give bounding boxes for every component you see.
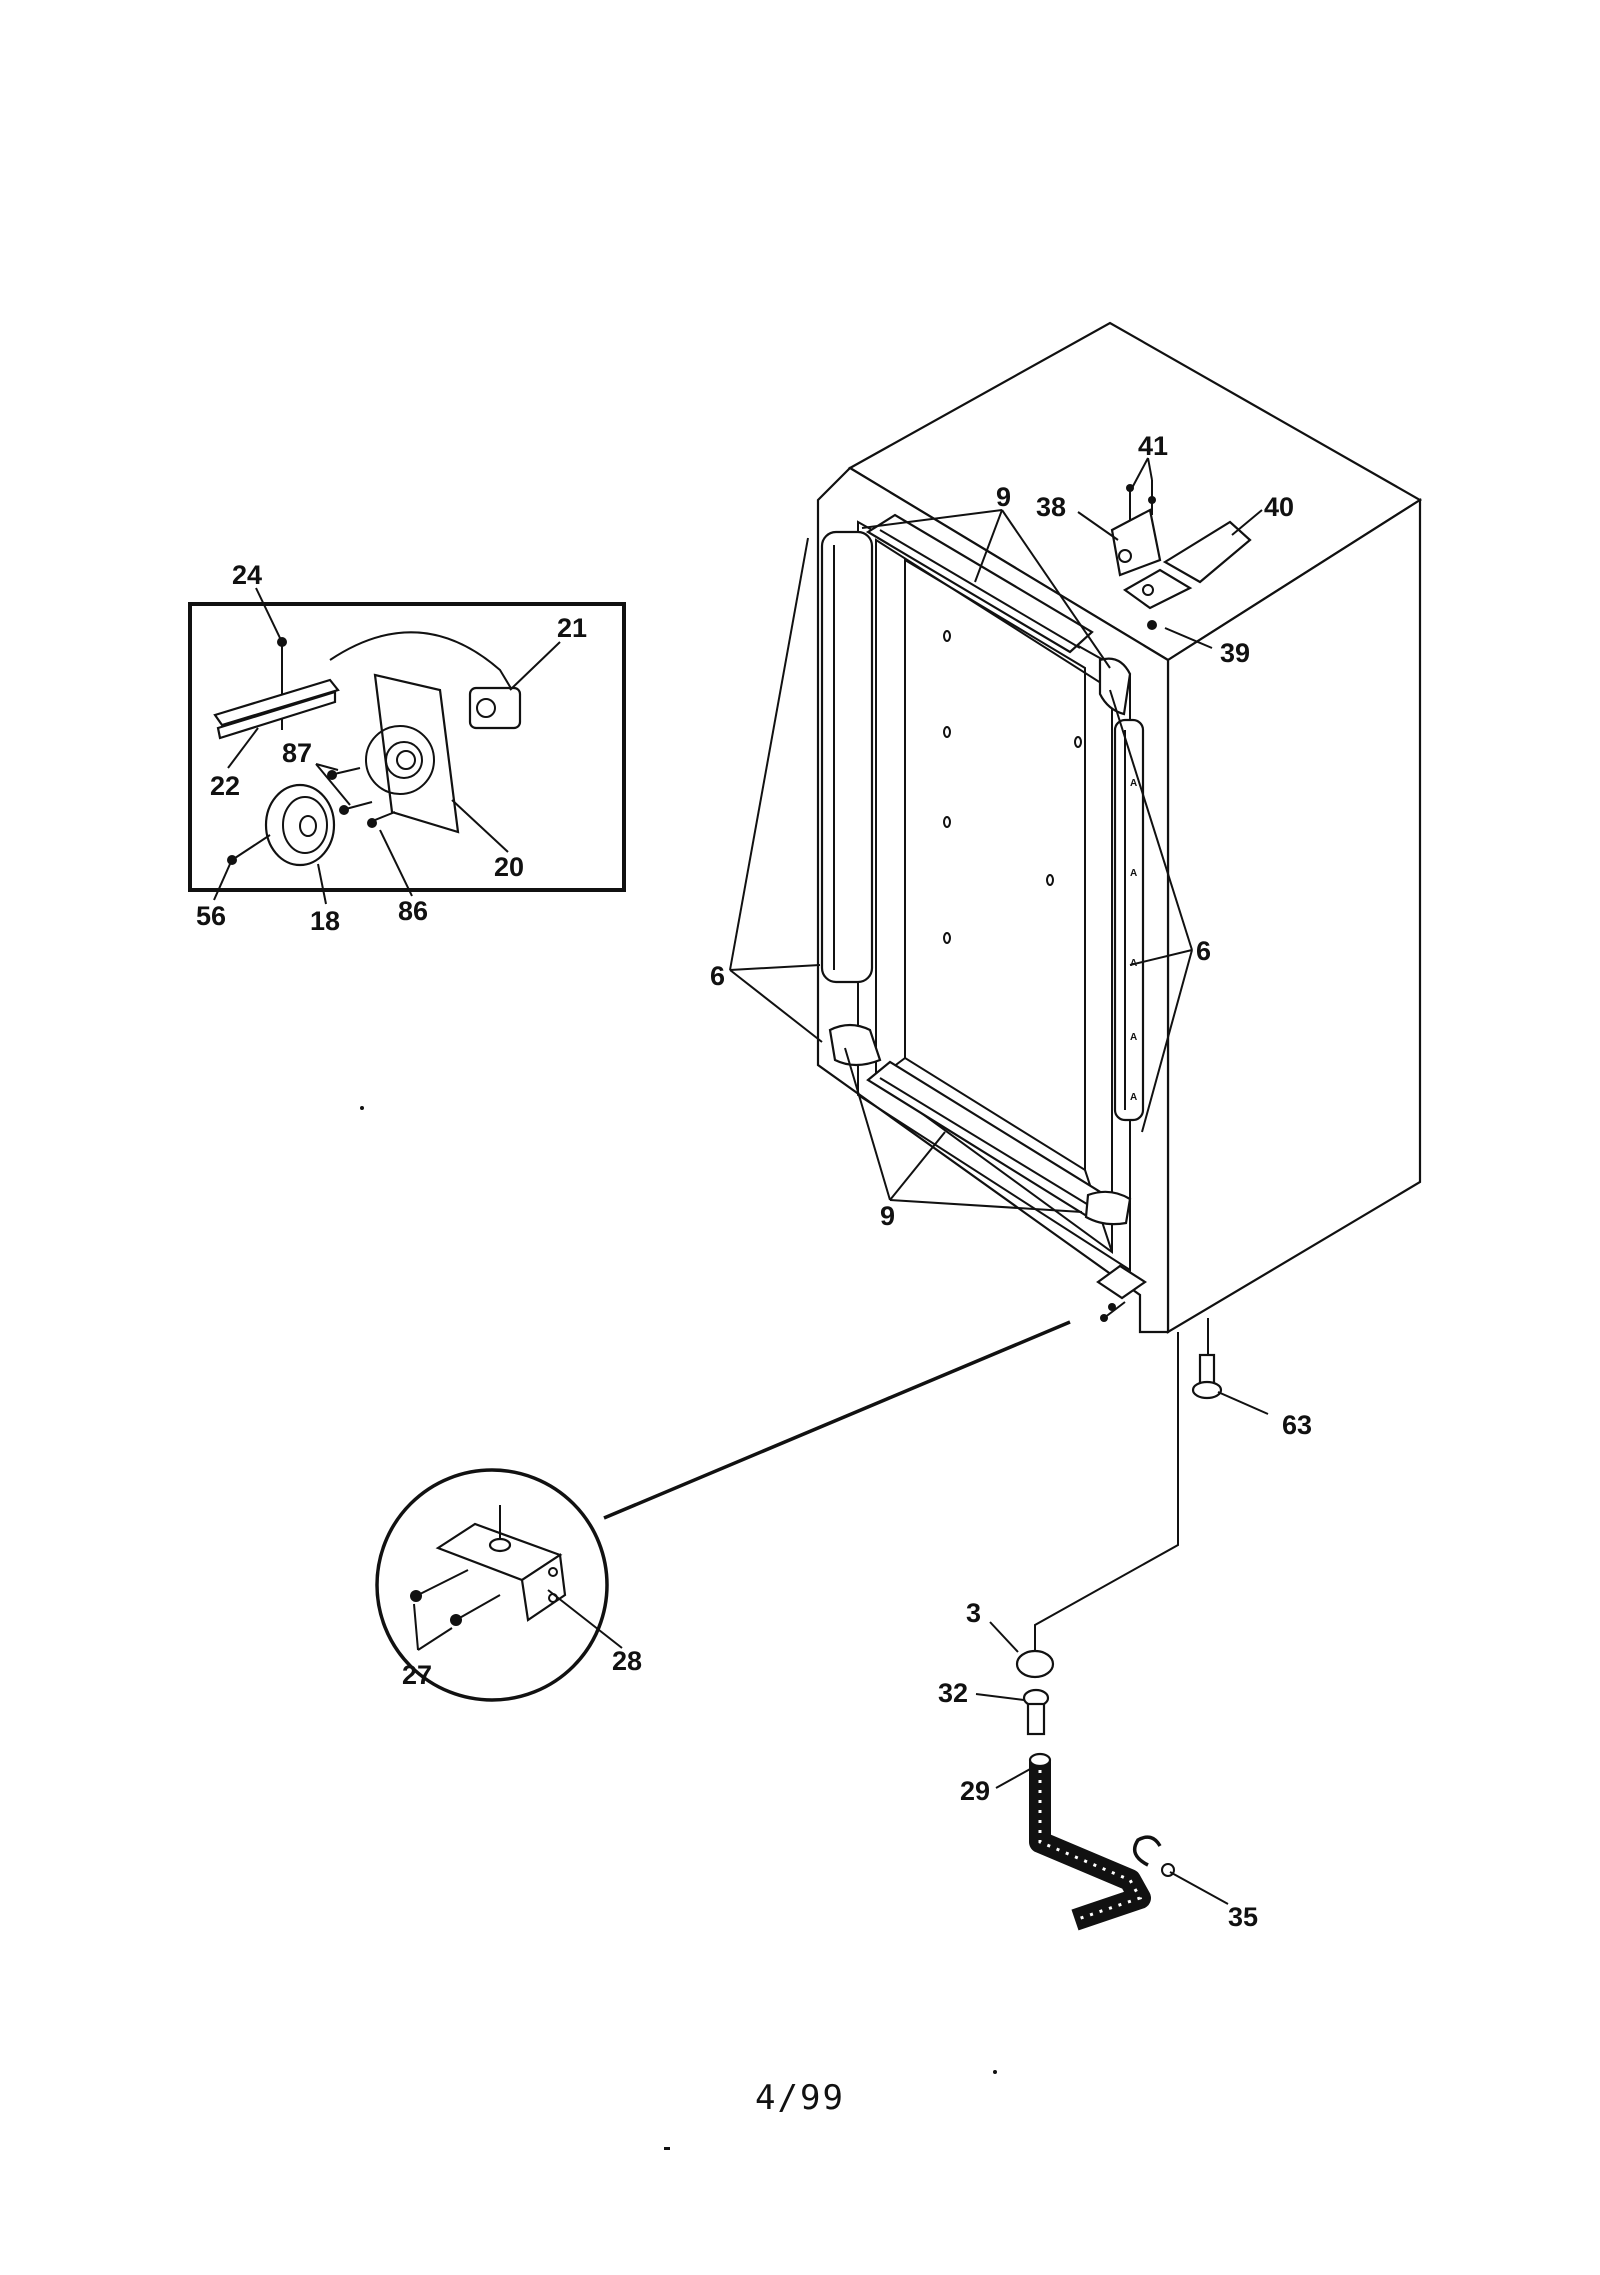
callout-39: 39 <box>1220 638 1250 668</box>
callout-6-left: 6 <box>710 961 725 991</box>
callout-86: 86 <box>398 896 428 926</box>
callout-24: 24 <box>232 560 262 590</box>
svg-text:A: A <box>1130 1092 1137 1103</box>
svg-text:A: A <box>1130 778 1137 789</box>
svg-text:A: A <box>1130 868 1137 879</box>
top-hinge-assembly <box>1110 480 1252 630</box>
callout-22: 22 <box>210 771 240 801</box>
callout-56: 56 <box>196 901 226 931</box>
callout-40: 40 <box>1264 492 1294 522</box>
callout-87: 87 <box>282 738 312 768</box>
fan-assembly-inset <box>188 602 626 892</box>
callout-9-top: 9 <box>996 482 1011 512</box>
callout-32: 32 <box>938 1678 968 1708</box>
callout-28: 28 <box>612 1646 642 1676</box>
leader-lines <box>213 457 1269 1905</box>
cabinet: A A A A A <box>816 321 1423 1334</box>
hinge-detail-circle <box>375 1468 609 1702</box>
callout-3: 3 <box>966 1598 981 1628</box>
callout-29: 29 <box>960 1776 990 1806</box>
callout-21: 21 <box>557 613 587 643</box>
callout-35: 35 <box>1228 1902 1258 1932</box>
callout-20: 20 <box>494 852 524 882</box>
leveler-leg <box>1191 1318 1223 1400</box>
bottom-hinge-small <box>1096 1264 1147 1322</box>
callout-18: 18 <box>310 906 340 936</box>
drain-assembly <box>1015 1332 1179 1931</box>
callout-41: 41 <box>1138 431 1168 461</box>
detail-connector-line <box>603 1320 1071 1520</box>
callout-9-bottom: 9 <box>880 1201 895 1231</box>
callout-labels: 24 21 22 87 20 56 18 86 41 38 40 39 9 6 … <box>196 431 1312 1932</box>
callout-27: 27 <box>402 1660 432 1690</box>
callout-6-right: 6 <box>1196 936 1211 966</box>
page-code: 4/99 <box>755 2078 845 2118</box>
callout-38: 38 <box>1036 492 1066 522</box>
callout-63: 63 <box>1282 1410 1312 1440</box>
svg-text:A: A <box>1130 1032 1137 1043</box>
